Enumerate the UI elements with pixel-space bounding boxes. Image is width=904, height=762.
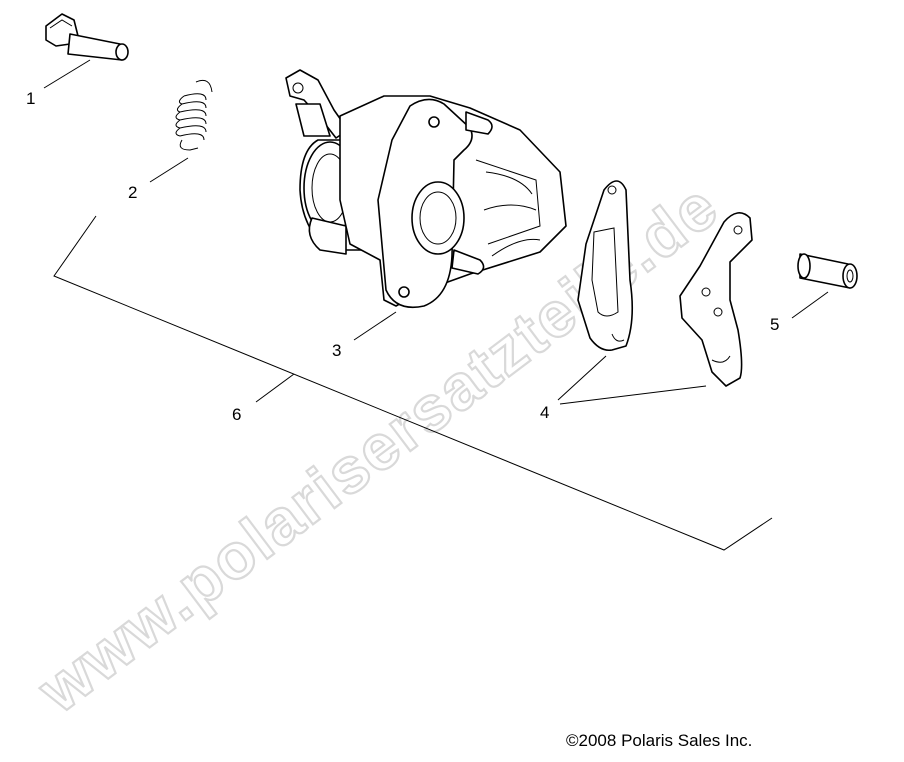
leader-line-3 xyxy=(353,311,397,341)
leader-line-1 xyxy=(43,59,91,89)
bushing-part xyxy=(797,253,858,289)
brake-pad-inner xyxy=(679,212,753,387)
leader-line-2 xyxy=(149,157,189,183)
callout-6: 6 xyxy=(232,405,241,424)
callout-1: 1 xyxy=(26,89,35,108)
spring-part xyxy=(175,79,213,151)
brake-pad-outer xyxy=(577,180,634,352)
leader-line-5 xyxy=(791,291,829,319)
callout-3: 3 xyxy=(332,341,341,360)
callout-2: 2 xyxy=(128,183,137,202)
leader-line-6 xyxy=(255,373,295,403)
caliper-part xyxy=(285,69,567,309)
leader-line-4a xyxy=(557,355,607,401)
assembly-bracket xyxy=(53,215,773,551)
callout-5: 5 xyxy=(770,315,779,334)
bolt-part xyxy=(45,13,129,61)
copyright-notice: ©2008 Polaris Sales Inc. xyxy=(566,731,753,750)
callout-4: 4 xyxy=(540,403,549,422)
leader-line-4b xyxy=(559,385,707,405)
